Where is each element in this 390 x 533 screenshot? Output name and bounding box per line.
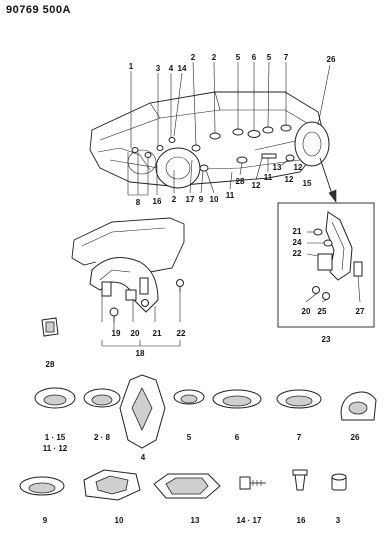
- callout-4: 4: [168, 64, 174, 73]
- cap-3: [331, 473, 347, 491]
- grommet-26: [340, 391, 377, 421]
- label-part-1-15: 1 · 15: [44, 433, 66, 442]
- callout-5-top: 5: [235, 53, 241, 62]
- inset-frame: [277, 202, 375, 328]
- callout-17: 17: [185, 195, 195, 204]
- callout-12-b: 12: [293, 163, 303, 172]
- callout-7-top: 7: [283, 53, 289, 62]
- callout-3: 3: [155, 64, 161, 73]
- inset-bracket: [312, 211, 363, 300]
- callout-22: 22: [176, 329, 186, 338]
- label-part-5: 5: [186, 433, 192, 442]
- label-part-4: 4: [140, 453, 146, 462]
- callout-2-top: 2: [190, 53, 196, 62]
- callout-18: 18: [135, 349, 145, 358]
- callout-5-top-b: 5: [266, 53, 272, 62]
- callout-9: 9: [198, 195, 204, 204]
- callout-2-top-b: 2: [211, 53, 217, 62]
- callout-11-b: 11: [263, 173, 273, 182]
- callout-inset-22: 22: [292, 249, 302, 258]
- bolt-14-17: [239, 476, 266, 490]
- callout-inset-21: 21: [292, 227, 302, 236]
- figure-id: 90769 500A: [6, 4, 71, 16]
- label-part-6: 6: [234, 433, 240, 442]
- callout-28: 28: [45, 360, 55, 369]
- pad-4: [119, 374, 166, 449]
- label-part-26: 26: [350, 433, 360, 442]
- car-leader-lines: [127, 61, 331, 196]
- label-part-11-12: 11 · 12: [42, 444, 68, 453]
- fender-leader-lines: [101, 292, 181, 347]
- plug-2: [83, 388, 121, 408]
- callout-21: 21: [152, 329, 162, 338]
- front-left-wheel-arch: [127, 149, 157, 175]
- plug-6: [212, 389, 262, 409]
- nut-16: [292, 469, 308, 491]
- front-wheel: [155, 147, 201, 189]
- label-part-14-17: 14 · 17: [236, 516, 262, 525]
- callout-13: 13: [272, 163, 282, 172]
- label-part-9: 9: [42, 516, 48, 525]
- fender-fasteners: [109, 279, 184, 322]
- callout-12-c: 12: [284, 175, 294, 184]
- callout-1: 1: [128, 62, 134, 71]
- callout-28-car: 28: [235, 177, 245, 186]
- callout-11-a: 11: [225, 191, 235, 200]
- callout-8: 8: [135, 198, 141, 207]
- cover-13: [153, 473, 221, 499]
- callout-12-a: 12: [251, 181, 261, 190]
- callout-20: 20: [130, 329, 140, 338]
- plug-5: [173, 389, 205, 405]
- label-part-16: 16: [296, 516, 306, 525]
- callout-26-top: 26: [326, 55, 336, 64]
- callout-inset-25: 25: [317, 307, 327, 316]
- detail-arrow: [319, 157, 337, 203]
- callout-15: 15: [302, 179, 312, 188]
- fender-splash-shield: [89, 257, 159, 313]
- callout-inset-27: 27: [355, 307, 365, 316]
- inset-leader-lines: [305, 231, 361, 303]
- label-part-2-8: 2 · 8: [93, 433, 111, 442]
- label-part-7: 7: [296, 433, 302, 442]
- label-part-3: 3: [335, 516, 341, 525]
- callout-6-top: 6: [251, 53, 257, 62]
- callout-14: 14: [177, 64, 187, 73]
- car-body-outline: [89, 91, 323, 187]
- callout-inset-23: 23: [321, 335, 331, 344]
- plug-7: [276, 389, 322, 409]
- clip-28: [41, 317, 59, 337]
- rear-wheel: [294, 121, 330, 167]
- cover-10: [83, 469, 141, 501]
- callout-inset-24: 24: [292, 238, 302, 247]
- label-part-10: 10: [114, 516, 124, 525]
- callout-16: 16: [152, 197, 162, 206]
- callout-19: 19: [111, 329, 121, 338]
- plug-9: [19, 476, 65, 496]
- callout-inset-20: 20: [301, 307, 311, 316]
- callout-10: 10: [209, 195, 219, 204]
- callout-2-bottom: 2: [171, 195, 177, 204]
- label-part-13: 13: [190, 516, 200, 525]
- plug-1: [34, 387, 76, 409]
- front-fender: [71, 217, 185, 273]
